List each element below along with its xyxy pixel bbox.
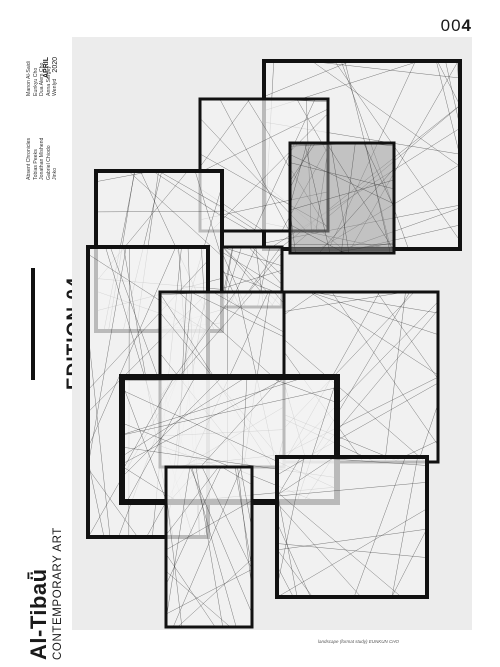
divider-bar	[31, 268, 35, 380]
artwork-caption: landscape (format study) EUNKUN CHO	[318, 639, 400, 644]
credits-list-right: Manon Al-Saidi Eunkyu Cho Dua Alem Cho A…	[26, 61, 59, 96]
artwork-panel	[275, 455, 429, 599]
credit-name: Anna Sergey	[45, 66, 52, 96]
credit-name: Absent Chronicles	[26, 137, 32, 180]
credit-name: Eunkyu Cho	[32, 67, 39, 96]
brand-subtitle: CONTEMPORARY ART	[52, 527, 64, 660]
credit-name: Dua Alem Cho	[39, 62, 46, 96]
credit-name: Wenlyd	[52, 78, 59, 96]
credit-name: Jinko	[52, 167, 59, 180]
credit-name: Gabriel Chiodo	[45, 145, 52, 180]
credit-name: Tobias Peeks	[32, 149, 39, 180]
brand-logo-text: Al-Tibaǖ	[26, 568, 51, 660]
artwork-panel	[288, 141, 396, 255]
issue-number-prefix: 00	[440, 16, 462, 35]
credits-list-left: Absent Chronicles Tobias Peeks Jonathan …	[26, 138, 59, 180]
issue-number: 004	[441, 16, 472, 36]
cover-artwork	[72, 37, 472, 630]
credit-name: Jonathan Mishend	[39, 137, 46, 180]
artwork-panel	[164, 465, 254, 629]
issue-number-digit: 4	[461, 16, 472, 35]
artwork-svg	[86, 59, 462, 629]
credit-name: Manon Al-Saidi	[26, 61, 32, 96]
